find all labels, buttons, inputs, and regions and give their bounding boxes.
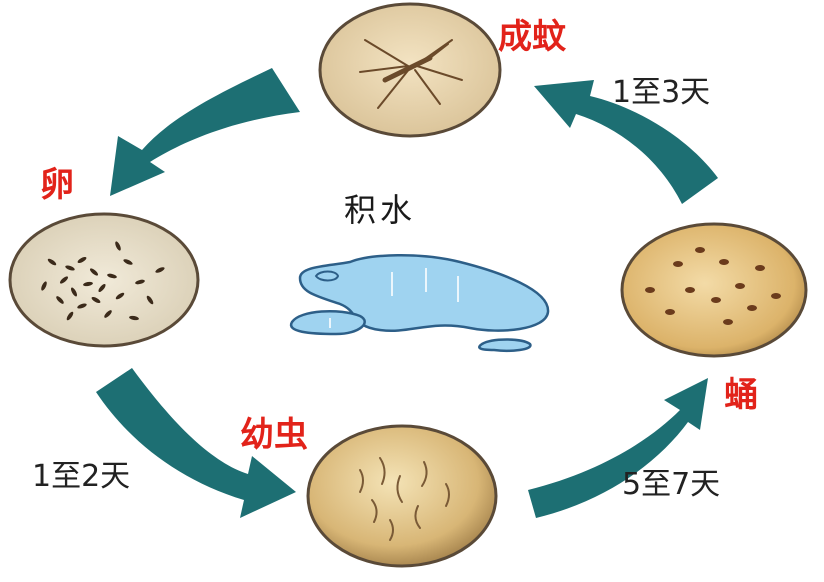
stage-label-egg: 卵 [40, 165, 74, 205]
adult-mosquito-image [318, 2, 502, 138]
duration-pupa-to-adult: 1至3天 [612, 75, 711, 110]
larva-image [306, 424, 498, 568]
center-label-standing-water: 积水 [344, 191, 417, 229]
arrow-pupa-to-adult [534, 80, 718, 204]
arrow-egg-to-larva [96, 368, 296, 518]
arrow-larva-to-pupa [528, 378, 708, 518]
stage-label-pupa: 蛹 [724, 375, 758, 415]
duration-larva-to-pupa: 5至7天 [622, 467, 721, 502]
duration-egg-to-larva: 1至2天 [32, 459, 131, 494]
stage-label-adult: 成蚊 [498, 17, 566, 57]
egg-image [8, 212, 200, 348]
arrow-adult-to-egg [110, 68, 300, 196]
water-puddle [289, 253, 550, 352]
pupa-image [620, 222, 808, 358]
stage-label-larva: 幼虫 [240, 415, 308, 455]
